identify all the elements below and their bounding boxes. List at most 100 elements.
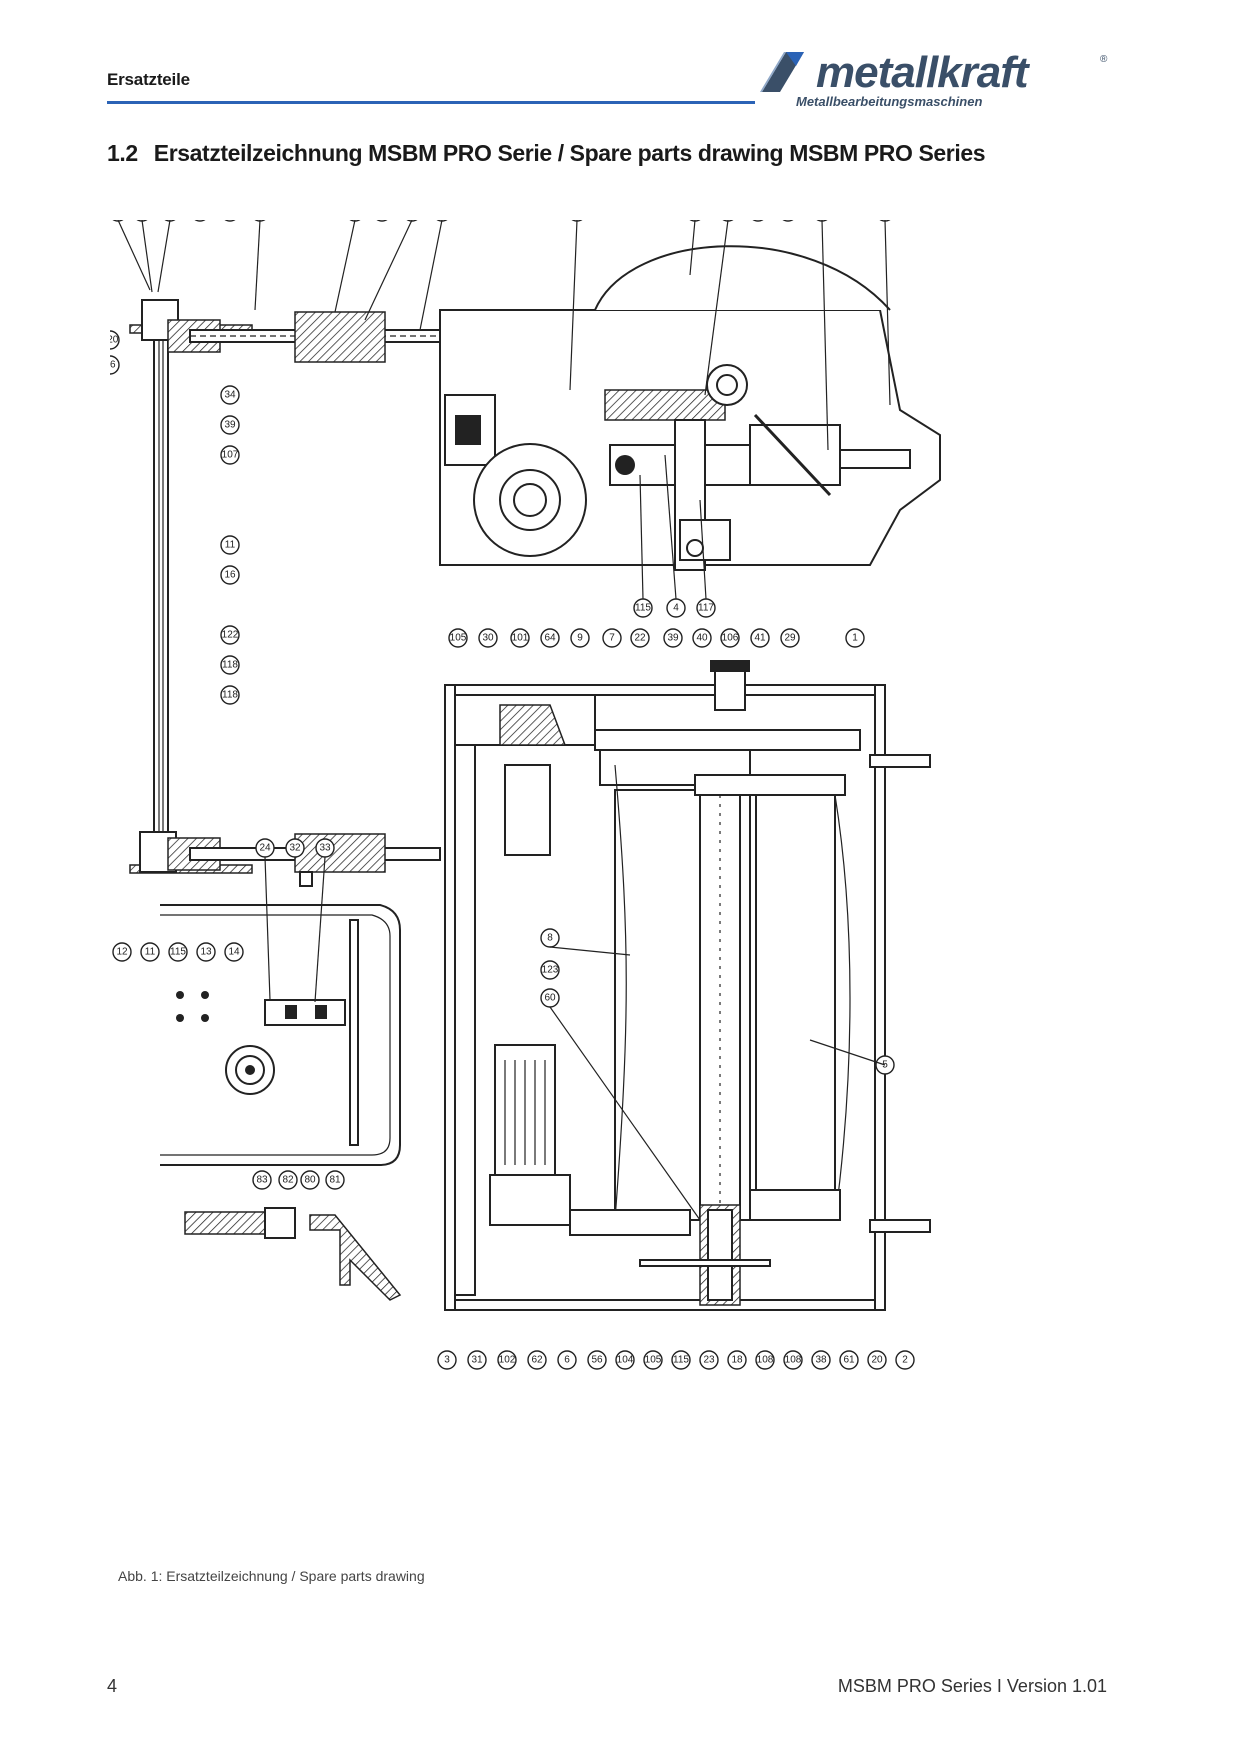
callout: 12 xyxy=(112,942,132,962)
callout-group-gear-block: 115 4 117 xyxy=(633,598,716,618)
callout-group-left-upper: 120 86 34 39 107 xyxy=(110,330,240,465)
callout: 10 xyxy=(224,220,236,222)
callout-group-left-mid: 11 16 xyxy=(220,535,240,585)
svg-text:64: 64 xyxy=(544,633,556,644)
callout: 118 xyxy=(220,685,240,705)
figure-caption: Abb. 1: Ersatzteilzeichnung / Spare part… xyxy=(118,1568,425,1584)
svg-text:32: 32 xyxy=(289,843,301,854)
callout-group-top-right: 37 36 28 27 26 12 35 xyxy=(571,220,891,222)
svg-text:4: 4 xyxy=(673,603,679,614)
svg-text:11: 11 xyxy=(145,947,156,958)
svg-text:23: 23 xyxy=(703,1355,715,1366)
svg-text:24: 24 xyxy=(259,843,271,854)
header-rule xyxy=(107,101,755,104)
callout: 31 xyxy=(467,1350,487,1370)
svg-text:106: 106 xyxy=(722,633,739,644)
callout: 117 xyxy=(696,598,716,618)
svg-text:86: 86 xyxy=(110,360,116,371)
callout: 4 xyxy=(666,598,686,618)
callout: 118 xyxy=(220,655,240,675)
svg-text:1: 1 xyxy=(852,633,858,644)
svg-text:62: 62 xyxy=(531,1355,543,1366)
callout-group-mid-row: 105 30 101 64 9 7 22 39 40 106 41 29 1 xyxy=(448,628,865,648)
brand-subtitle: Metallbearbeitungsmaschinen xyxy=(796,94,983,109)
callout: 7 xyxy=(602,628,622,648)
svg-text:22: 22 xyxy=(634,633,646,644)
callout: 11 xyxy=(220,535,240,555)
svg-text:104: 104 xyxy=(617,1355,634,1366)
callout: 56 xyxy=(587,1350,607,1370)
callout: 108 xyxy=(755,1350,775,1370)
callout: 106 xyxy=(720,628,740,648)
callout: 83 xyxy=(252,1170,272,1190)
svg-text:82: 82 xyxy=(282,1175,294,1186)
callout: 24 xyxy=(255,838,275,858)
callout: 34 xyxy=(220,385,240,405)
callout: 105 xyxy=(448,628,468,648)
callout: 81 xyxy=(325,1170,345,1190)
callout: 29 xyxy=(780,628,800,648)
callout: 2 xyxy=(895,1350,915,1370)
callout: 107 xyxy=(220,445,240,465)
svg-text:40: 40 xyxy=(696,633,708,644)
svg-text:29: 29 xyxy=(784,633,796,644)
callout: 86 xyxy=(376,220,388,222)
callout: 3 xyxy=(437,1350,457,1370)
svg-text:13: 13 xyxy=(200,947,212,958)
svg-text:34: 34 xyxy=(224,390,236,401)
callout: 23 xyxy=(699,1350,719,1370)
callout: 26 xyxy=(782,220,794,222)
callout: 16 xyxy=(220,565,240,585)
svg-text:115: 115 xyxy=(673,1355,689,1366)
svg-text:7: 7 xyxy=(609,633,615,644)
svg-text:120: 120 xyxy=(110,335,119,346)
callout: 64 xyxy=(540,628,560,648)
section-number: 1.2 xyxy=(107,140,138,166)
left-column-assembly xyxy=(129,299,441,887)
svg-text:105: 105 xyxy=(645,1355,662,1366)
callout: 61 xyxy=(839,1350,859,1370)
callout: 1 xyxy=(845,628,865,648)
brand-registered-mark: ® xyxy=(1100,54,1108,65)
svg-text:105: 105 xyxy=(450,633,467,644)
brand-name: metallkraft xyxy=(816,48,1029,97)
svg-text:123: 123 xyxy=(542,965,559,976)
svg-text:115: 115 xyxy=(635,603,651,614)
svg-text:31: 31 xyxy=(471,1355,483,1366)
svg-text:38: 38 xyxy=(815,1355,827,1366)
svg-text:101: 101 xyxy=(512,633,529,644)
callout: 122 xyxy=(220,625,240,645)
callout: 11 xyxy=(140,942,160,962)
callout: 14 xyxy=(194,220,206,222)
svg-text:61: 61 xyxy=(843,1355,855,1366)
svg-text:8: 8 xyxy=(547,933,553,944)
callout: 18 xyxy=(727,1350,747,1370)
detail-view xyxy=(160,904,401,1166)
svg-text:108: 108 xyxy=(785,1355,802,1366)
callout: 60 xyxy=(540,988,560,1008)
callout: 80 xyxy=(300,1170,320,1190)
callout: 115 xyxy=(168,942,188,962)
callout: 13 xyxy=(196,942,216,962)
callout: 9 xyxy=(570,628,590,648)
callout: 120 xyxy=(110,330,120,350)
svg-text:41: 41 xyxy=(754,633,766,644)
callout: 115 xyxy=(671,1350,691,1370)
callout: 6 xyxy=(557,1350,577,1370)
svg-text:30: 30 xyxy=(482,633,494,644)
svg-text:33: 33 xyxy=(319,843,331,854)
callout: 41 xyxy=(750,628,770,648)
svg-text:5: 5 xyxy=(882,1060,888,1071)
brand-logo: metallkraft ® Metallbearbeitungsmaschine… xyxy=(752,44,1122,114)
leader-lines xyxy=(117,220,891,1221)
svg-text:11: 11 xyxy=(225,540,236,551)
callout: 102 xyxy=(497,1350,517,1370)
svg-text:56: 56 xyxy=(591,1355,603,1366)
callout: 32 xyxy=(285,838,305,858)
svg-text:3: 3 xyxy=(444,1355,450,1366)
svg-text:102: 102 xyxy=(499,1355,516,1366)
callout-group-left-bottom: 12 11 115 13 14 xyxy=(112,942,244,962)
callout: 27 xyxy=(752,220,764,222)
callout: 105 xyxy=(643,1350,663,1370)
svg-text:14: 14 xyxy=(228,947,240,958)
